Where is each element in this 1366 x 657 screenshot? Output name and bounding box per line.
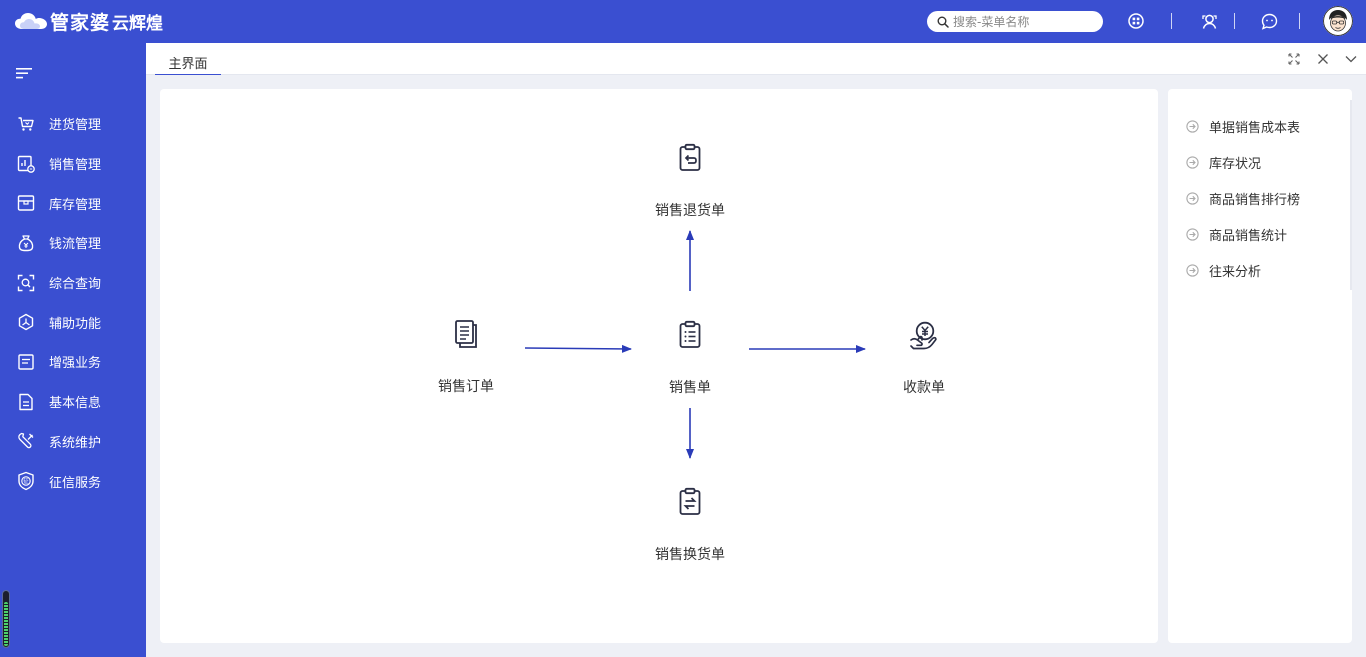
top-bar: 管家婆 云辉煌 bbox=[0, 0, 1366, 43]
grid-apps-button[interactable] bbox=[1126, 11, 1146, 31]
quick-links-panel: 单据销售成本表 库存状况 商品销售排行榜 商品销售统计 往来分析 bbox=[1168, 89, 1352, 643]
cloud-logo-icon bbox=[15, 13, 47, 29]
search-input[interactable] bbox=[953, 14, 1093, 29]
fullscreen-icon bbox=[1288, 53, 1300, 65]
user-avatar[interactable] bbox=[1323, 6, 1353, 36]
quick-link-product-ranking[interactable]: 商品销售排行榜 bbox=[1186, 189, 1300, 208]
scan-search-icon bbox=[16, 273, 36, 293]
close-icon bbox=[1318, 54, 1328, 64]
clipboard-return-icon bbox=[679, 143, 701, 171]
flow-node-label: 收款单 bbox=[903, 380, 945, 396]
quick-link-sales-cost-report[interactable]: 单据销售成本表 bbox=[1186, 117, 1300, 136]
money-bag-icon bbox=[16, 233, 36, 253]
circle-arrow-right-icon bbox=[1186, 192, 1199, 205]
quick-link-label: 单据销售成本表 bbox=[1209, 121, 1301, 136]
flow-node-sales-return[interactable]: 销售退货单 bbox=[630, 142, 750, 220]
flow-node-sales-order[interactable]: 销售订单 bbox=[406, 318, 526, 396]
brand-logo[interactable]: 管家婆 云辉煌 bbox=[14, 8, 163, 34]
chat-button[interactable] bbox=[1259, 11, 1279, 31]
sidebar-menu: 进货管理 销售管理 库存管理 钱流管理 综合查询 bbox=[0, 104, 146, 501]
document-icon bbox=[16, 392, 36, 412]
quick-links-scrollbar[interactable] bbox=[1350, 100, 1352, 290]
quick-link-label: 商品销售排行榜 bbox=[1209, 193, 1301, 208]
hand-money-icon bbox=[910, 321, 937, 350]
circle-arrow-right-icon bbox=[1186, 120, 1199, 133]
fullscreen-button[interactable] bbox=[1287, 52, 1301, 66]
quick-link-label: 往来分析 bbox=[1209, 265, 1262, 280]
header-divider bbox=[1299, 13, 1300, 29]
sidebar-item-label: 库存管理 bbox=[49, 197, 102, 213]
sidebar-item-query[interactable]: 综合查询 bbox=[0, 263, 146, 303]
menu-toggle-icon bbox=[16, 68, 32, 79]
close-tab-button[interactable] bbox=[1316, 52, 1330, 66]
flow-node-label: 销售订单 bbox=[438, 379, 494, 395]
sidebar: 进货管理 销售管理 库存管理 钱流管理 综合查询 bbox=[0, 43, 146, 657]
tools-icon bbox=[16, 431, 36, 451]
quick-link-label: 库存状况 bbox=[1209, 157, 1262, 172]
quick-link-inventory-status[interactable]: 库存状况 bbox=[1186, 153, 1261, 172]
sidebar-item-label: 系统维护 bbox=[49, 435, 102, 451]
menu-search-box[interactable] bbox=[927, 11, 1103, 32]
arrow-order-to-sale bbox=[524, 344, 632, 353]
sidebar-item-label: 增强业务 bbox=[49, 356, 102, 372]
clipboard-exchange-icon bbox=[679, 487, 701, 515]
sales-chart-icon bbox=[16, 154, 36, 174]
circle-arrow-right-icon bbox=[1186, 156, 1199, 169]
brand-subname: 云辉煌 bbox=[112, 13, 164, 34]
flow-node-label: 销售换货单 bbox=[655, 547, 725, 563]
flow-node-sales-exchange[interactable]: 销售换货单 bbox=[630, 486, 750, 564]
sidebar-item-sales[interactable]: 销售管理 bbox=[0, 144, 146, 184]
sidebar-item-helpers[interactable]: 辅助功能 bbox=[0, 302, 146, 342]
cart-icon bbox=[16, 114, 36, 134]
sidebar-item-purchase[interactable]: 进货管理 bbox=[0, 104, 146, 144]
circle-arrow-right-icon bbox=[1186, 264, 1199, 277]
tab-dropdown-button[interactable] bbox=[1344, 52, 1358, 66]
sidebar-item-label: 辅助功能 bbox=[49, 316, 102, 332]
box-icon bbox=[16, 193, 36, 213]
credit-shield-icon: 征 bbox=[16, 471, 36, 491]
level-meter bbox=[2, 590, 10, 648]
chat-icon bbox=[1261, 13, 1277, 30]
level-meter-fill bbox=[4, 602, 8, 646]
sidebar-toggle-button[interactable] bbox=[16, 65, 33, 84]
flow-node-label: 销售单 bbox=[669, 380, 711, 396]
svg-text:征: 征 bbox=[23, 477, 29, 485]
sidebar-item-label: 钱流管理 bbox=[49, 237, 102, 253]
header-divider bbox=[1171, 13, 1172, 29]
grid-apps-icon bbox=[1128, 13, 1144, 29]
search-icon bbox=[937, 16, 949, 28]
document-stack-icon bbox=[455, 320, 477, 348]
clipboard-list-icon bbox=[679, 320, 701, 348]
sidebar-item-label: 征信服务 bbox=[49, 475, 102, 491]
sidebar-item-system[interactable]: 系统维护 bbox=[0, 422, 146, 462]
brand-name: 管家婆 bbox=[50, 11, 111, 34]
avatar-face-icon bbox=[1323, 6, 1353, 36]
list-card-icon bbox=[16, 352, 36, 372]
tab-bar: 主界面 bbox=[146, 43, 1366, 75]
sidebar-item-inventory[interactable]: 库存管理 bbox=[0, 183, 146, 223]
chevron-down-icon bbox=[1345, 56, 1357, 63]
sidebar-item-credit[interactable]: 征 征信服务 bbox=[0, 461, 146, 501]
flow-node-receipt[interactable]: 收款单 bbox=[864, 319, 984, 397]
user-service-button[interactable] bbox=[1199, 11, 1219, 31]
sidebar-item-cashflow[interactable]: 钱流管理 bbox=[0, 223, 146, 263]
business-flow-panel: 销售退货单 销售订单 销售单 bbox=[160, 89, 1158, 643]
sidebar-item-enhanced[interactable]: 增强业务 bbox=[0, 342, 146, 382]
flow-node-sales-doc[interactable]: 销售单 bbox=[630, 319, 750, 397]
flow-node-label: 销售退货单 bbox=[655, 203, 725, 219]
tab-home[interactable]: 主界面 bbox=[155, 53, 221, 75]
sidebar-item-label: 进货管理 bbox=[49, 118, 102, 134]
quick-link-account-analysis[interactable]: 往来分析 bbox=[1186, 261, 1261, 280]
sidebar-item-label: 基本信息 bbox=[49, 396, 102, 412]
sidebar-item-label: 综合查询 bbox=[49, 277, 102, 293]
sidebar-item-label: 销售管理 bbox=[49, 158, 102, 174]
quick-link-label: 商品销售统计 bbox=[1209, 229, 1288, 244]
user-service-icon bbox=[1201, 14, 1217, 29]
sidebar-item-basic-info[interactable]: 基本信息 bbox=[0, 382, 146, 422]
circle-arrow-right-icon bbox=[1186, 228, 1199, 241]
header-divider bbox=[1234, 13, 1235, 29]
helper-hex-icon bbox=[16, 312, 36, 332]
quick-link-product-stats[interactable]: 商品销售统计 bbox=[1186, 225, 1287, 244]
